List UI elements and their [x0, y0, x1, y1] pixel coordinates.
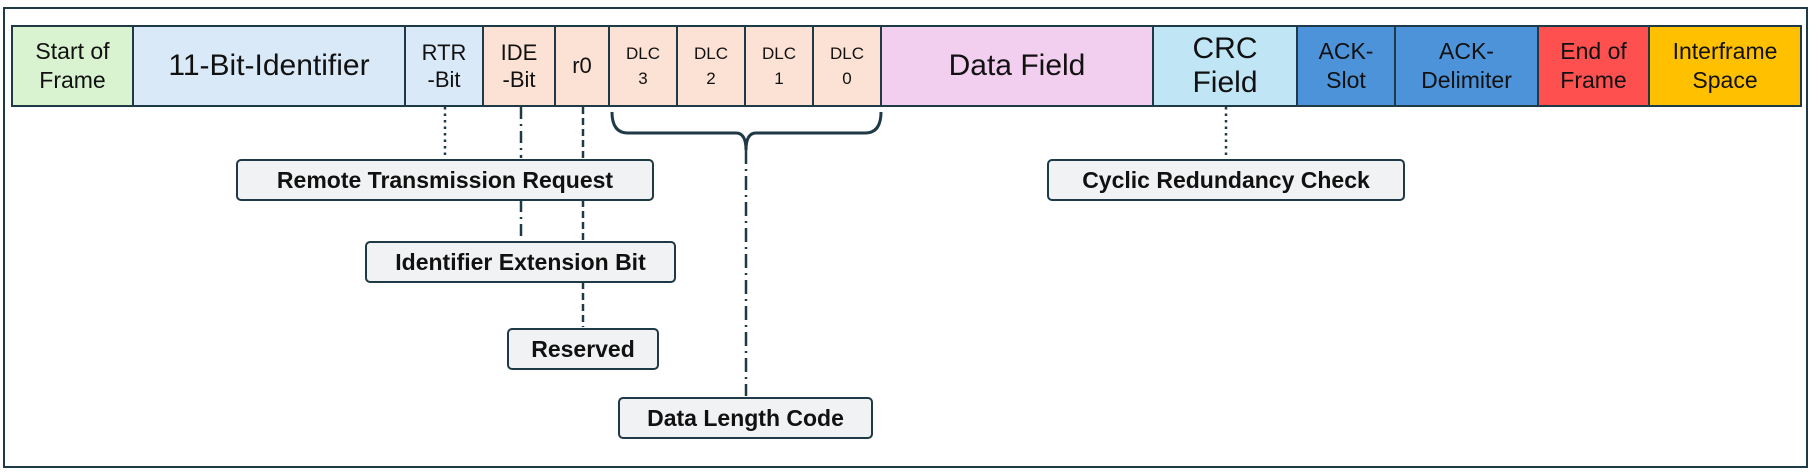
field-ack-slot: ACK-Slot	[1298, 25, 1396, 107]
diagram-border	[3, 7, 1808, 468]
field-r0: r0	[556, 25, 610, 107]
label-reserved: Reserved	[507, 328, 659, 370]
field-identifier: 11-Bit-Identifier	[134, 25, 406, 107]
label-cyclic-redundancy-check: Cyclic Redundancy Check	[1047, 159, 1405, 201]
field-ide-bit: IDE-Bit	[484, 25, 556, 107]
label-remote-transmission-request: Remote Transmission Request	[236, 159, 654, 201]
label-data-length-code: Data Length Code	[618, 397, 873, 439]
dlc-brace	[610, 111, 883, 151]
label-identifier-extension-bit: Identifier Extension Bit	[365, 241, 676, 283]
field-rtr-bit: RTR-Bit	[406, 25, 484, 107]
field-data: Data Field	[882, 25, 1154, 107]
field-ack-delimiter: ACK-Delimiter	[1396, 25, 1539, 107]
